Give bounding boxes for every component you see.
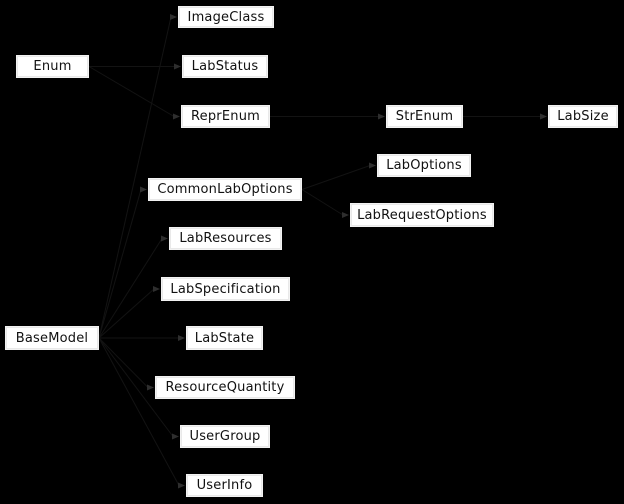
class-node-laboptions[interactable]: LabOptions: [377, 154, 471, 177]
class-node-strenum[interactable]: StrEnum: [386, 105, 463, 128]
class-node-imageclass[interactable]: ImageClass: [178, 6, 274, 28]
arrowhead-icon: [342, 212, 349, 218]
arrowhead-icon: [174, 63, 181, 70]
class-node-labresources[interactable]: LabResources: [169, 227, 282, 250]
arrowhead-icon: [178, 335, 185, 341]
class-node-userinfo[interactable]: UserInfo: [186, 474, 263, 497]
class-node-reprenum[interactable]: ReprEnum: [181, 105, 270, 128]
class-node-labstate[interactable]: LabState: [186, 326, 263, 350]
class-node-labrequestoptions[interactable]: LabRequestOptions: [350, 203, 494, 227]
inheritance-edge: [98, 288, 155, 339]
arrowhead-icon: [153, 286, 160, 292]
inheritance-edge: [301, 189, 344, 216]
class-node-enum[interactable]: Enum: [16, 55, 89, 78]
inheritance-edge: [301, 165, 371, 190]
class-node-labstatus[interactable]: LabStatus: [182, 55, 268, 78]
arrowhead-icon: [170, 14, 177, 20]
arrowhead-icon: [378, 113, 385, 120]
inheritance-edge: [98, 189, 142, 339]
inheritance-edge: [98, 337, 180, 486]
arrowhead-icon: [369, 162, 376, 169]
arrowhead-icon: [161, 235, 168, 242]
arrowhead-icon: [178, 482, 185, 489]
inheritance-edge: [98, 337, 149, 388]
inheritance-edge: [98, 238, 163, 339]
class-node-resourcequantity[interactable]: ResourceQuantity: [155, 376, 295, 399]
inheritance-edge: [98, 337, 174, 437]
arrowhead-icon: [173, 113, 180, 120]
inheritance-edge: [98, 16, 172, 339]
arrowhead-icon: [172, 433, 179, 440]
class-node-labsize[interactable]: LabSize: [548, 105, 618, 128]
class-node-usergroup[interactable]: UserGroup: [180, 425, 270, 448]
arrowhead-icon: [540, 113, 547, 120]
class-node-labspecification[interactable]: LabSpecification: [161, 277, 290, 301]
arrowhead-icon: [140, 186, 147, 193]
class-node-basemodel[interactable]: BaseModel: [5, 326, 99, 350]
class-node-commonlaboptions[interactable]: CommonLabOptions: [148, 178, 302, 201]
arrowhead-icon: [147, 384, 154, 391]
inheritance-edge: [88, 66, 175, 117]
